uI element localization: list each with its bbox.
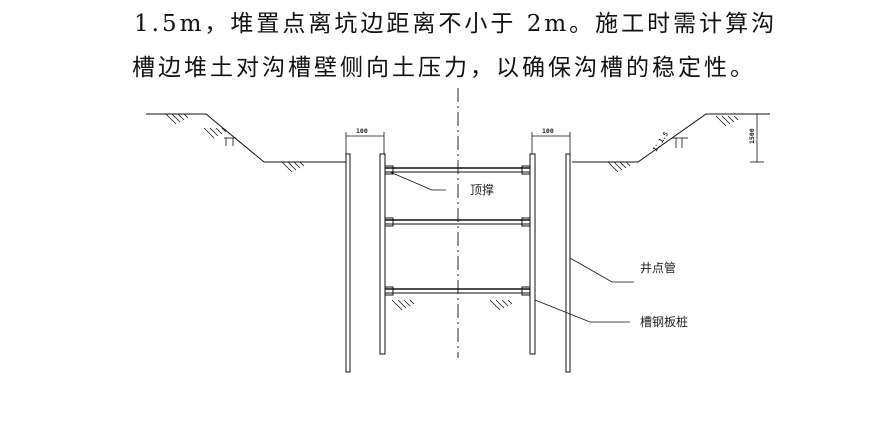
sheet-pile-leader	[534, 299, 630, 323]
strut-top	[384, 165, 531, 175]
left-width-text: 100	[356, 127, 368, 135]
sheet-pile-label: 槽钢板桩	[640, 314, 688, 329]
right-ground-hatch	[607, 161, 631, 173]
strut-middle	[384, 217, 531, 227]
left-top-hatch	[165, 113, 189, 125]
right-width-dimension	[531, 132, 571, 154]
strut-leader	[389, 171, 446, 191]
left-width-dimension	[345, 132, 385, 154]
paragraph-line-1: 1.5m，堆置点离坑边距离不小于 2m。施工时需计算沟	[134, 11, 778, 37]
strut-bottom	[384, 286, 531, 296]
right-slope-hatch	[672, 115, 739, 148]
left-slope-hatch	[203, 127, 236, 146]
right-sheet-pile	[529, 153, 536, 355]
right-ground-line	[572, 113, 770, 163]
height-text: 1500	[748, 128, 756, 144]
strut-label: 顶撑	[470, 182, 494, 197]
well-point-label: 井点管	[640, 260, 676, 275]
left-sheet-pile	[379, 153, 386, 355]
left-ground-hatch	[281, 161, 305, 173]
right-width-text: 100	[542, 127, 554, 135]
paragraph-line-2: 槽边堆土对沟槽壁侧向土压力，以确保沟槽的稳定性。	[132, 55, 756, 81]
left-well-point-pipe	[345, 153, 351, 373]
bottom-left-hatch	[391, 299, 415, 311]
height-dimension	[750, 113, 764, 163]
bottom-right-hatch	[489, 299, 513, 311]
well-point-leader	[569, 257, 634, 283]
right-well-point-pipe	[565, 153, 571, 373]
left-ground-line	[146, 113, 346, 163]
